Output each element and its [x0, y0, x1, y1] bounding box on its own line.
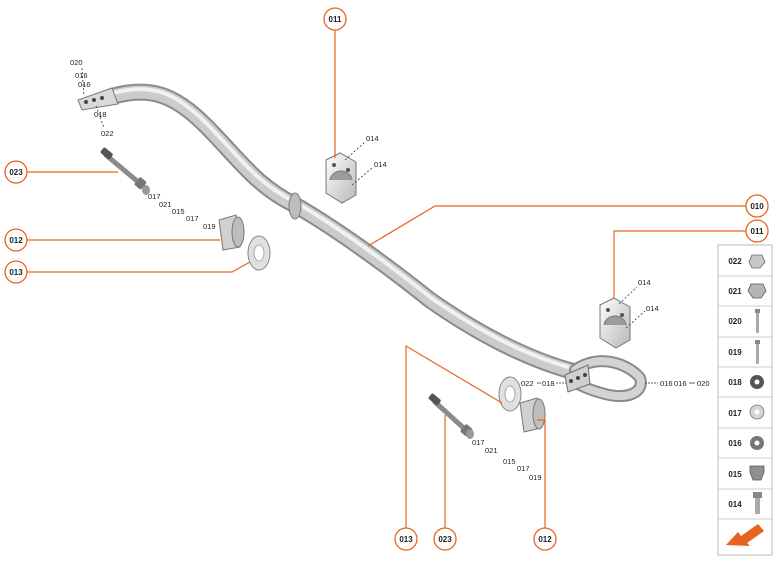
svg-text:014: 014	[374, 160, 387, 169]
callout-013-bottom[interactable]: 013	[394, 527, 418, 551]
svg-text:010: 010	[750, 202, 764, 211]
callout-012-left[interactable]: 012	[4, 228, 28, 252]
svg-text:012: 012	[538, 535, 552, 544]
legend-item-019[interactable]: 019	[728, 340, 760, 364]
svg-text:017: 017	[517, 464, 530, 473]
svg-text:017: 017	[472, 438, 485, 447]
svg-text:020: 020	[70, 58, 83, 67]
svg-text:016: 016	[660, 379, 673, 388]
callout-023-left[interactable]: 023	[4, 160, 28, 184]
callout-011-right[interactable]: 011	[745, 219, 769, 243]
svg-text:011: 011	[329, 15, 342, 24]
legend-item-021[interactable]: 021	[728, 283, 767, 299]
svg-text:018: 018	[728, 378, 742, 387]
legend-item-020[interactable]: 020	[728, 309, 760, 333]
svg-text:017: 017	[728, 409, 742, 418]
svg-text:014: 014	[638, 278, 651, 287]
svg-text:021: 021	[485, 446, 498, 455]
leader-lines	[25, 30, 746, 528]
flange-bolt-icon	[753, 492, 762, 498]
svg-text:013: 013	[399, 535, 413, 544]
legend-item-014[interactable]: 014	[728, 492, 762, 514]
legend-item-016[interactable]: 016	[728, 436, 764, 450]
orientation-arrow-icon	[726, 524, 764, 546]
svg-text:023: 023	[438, 535, 452, 544]
svg-text:016: 016	[75, 71, 88, 80]
svg-text:018: 018	[542, 379, 555, 388]
svg-text:021: 021	[728, 287, 742, 296]
svg-text:020: 020	[728, 317, 742, 326]
clamp-top	[325, 152, 357, 204]
svg-text:016: 016	[728, 439, 742, 448]
clamp-right	[599, 297, 631, 349]
stabilizer-bar	[77, 83, 647, 402]
svg-text:015: 015	[728, 470, 742, 479]
svg-text:019: 019	[529, 473, 542, 482]
labels-clamp-top: 014 014	[344, 134, 387, 186]
bolt-icon	[755, 340, 760, 344]
svg-text:012: 012	[9, 236, 23, 245]
svg-text:018: 018	[94, 110, 107, 119]
legend-item-022[interactable]: 022	[728, 254, 766, 269]
bolt-assembly-bottom	[428, 376, 546, 439]
labels-bottom-bolt: 017 021 015 017 019	[472, 438, 542, 482]
labels-right-end: 022 018 016 016 020	[521, 379, 710, 388]
svg-text:016: 016	[674, 379, 687, 388]
svg-text:017: 017	[148, 192, 161, 201]
svg-text:015: 015	[503, 457, 516, 466]
legend-item-015[interactable]: 015	[728, 465, 765, 481]
callout-011-top[interactable]: 011	[323, 7, 347, 31]
svg-text:022: 022	[101, 129, 114, 138]
labels-left-bolt: 017 021 015 017 019	[148, 192, 216, 231]
flange-nut-icon	[747, 283, 767, 299]
svg-text:022: 022	[728, 257, 742, 266]
labels-top-left: 020 016 016 018 022	[70, 58, 114, 138]
long-bolt-icon	[755, 309, 760, 313]
svg-text:014: 014	[366, 134, 379, 143]
bolt-assembly-left	[100, 147, 271, 271]
svg-text:021: 021	[159, 200, 172, 209]
legend-item-017[interactable]: 017	[728, 404, 765, 420]
lock-nut-icon	[749, 465, 765, 481]
callout-013-left[interactable]: 013	[4, 260, 28, 284]
callout-010[interactable]: 010	[745, 194, 769, 218]
svg-text:015: 015	[172, 207, 185, 216]
svg-text:023: 023	[9, 168, 23, 177]
svg-text:020: 020	[697, 379, 710, 388]
parts-legend: 022 021 020 019 018 017	[717, 244, 773, 556]
svg-text:014: 014	[728, 500, 742, 509]
nut-icon	[748, 254, 766, 269]
svg-text:014: 014	[646, 304, 659, 313]
callout-023-bottom[interactable]: 023	[433, 527, 457, 551]
svg-text:019: 019	[728, 348, 742, 357]
svg-text:019: 019	[203, 222, 216, 231]
svg-text:016: 016	[78, 80, 91, 89]
svg-text:013: 013	[9, 268, 23, 277]
svg-text:011: 011	[751, 227, 764, 236]
svg-text:022: 022	[521, 379, 534, 388]
callout-012-bottom[interactable]: 012	[533, 527, 557, 551]
svg-text:017: 017	[186, 214, 199, 223]
labels-clamp-right: 014 014	[618, 278, 659, 329]
legend-item-018[interactable]: 018	[728, 375, 764, 389]
